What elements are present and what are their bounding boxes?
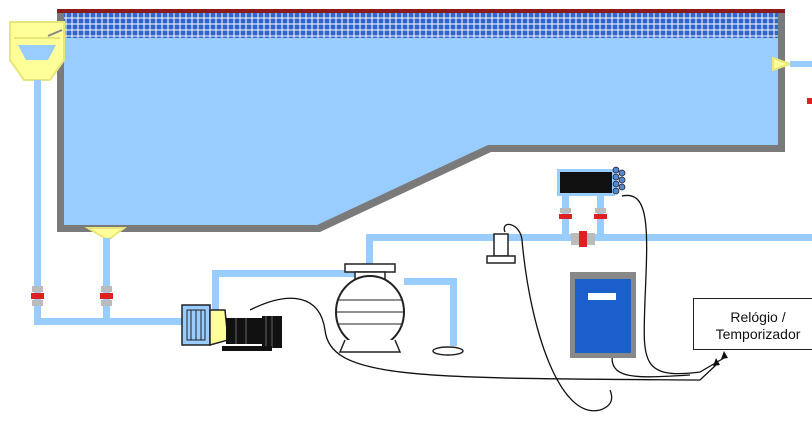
timer-label: Relógio / Temporizador	[694, 309, 812, 343]
pool-tile-band	[64, 12, 778, 38]
wire-arrow-icon	[713, 351, 728, 366]
heat-exchanger-icon	[557, 166, 626, 236]
sand-filter-icon	[335, 263, 405, 353]
timer-label-line1: Relógio /	[730, 309, 786, 325]
return-pipe	[790, 61, 812, 67]
main-drain-icon	[84, 227, 127, 242]
valve-icon	[559, 208, 607, 247]
waste-drain-icon	[432, 346, 464, 356]
valve-icon	[31, 286, 113, 306]
skimmer-icon	[9, 21, 65, 81]
pool-basin	[57, 9, 785, 232]
electrical-wiring	[249, 194, 725, 412]
pool-rim	[57, 9, 785, 13]
valve-icon	[807, 98, 812, 104]
suction-pipes	[34, 80, 184, 325]
pump-icon	[181, 304, 282, 351]
ph-probe-icon	[486, 233, 516, 264]
timer-label-line2: Temporizador	[715, 326, 801, 342]
return-inlet-icon	[772, 56, 794, 72]
control-panel-icon	[570, 272, 636, 358]
timer-box: Relógio / Temporizador	[693, 298, 812, 350]
